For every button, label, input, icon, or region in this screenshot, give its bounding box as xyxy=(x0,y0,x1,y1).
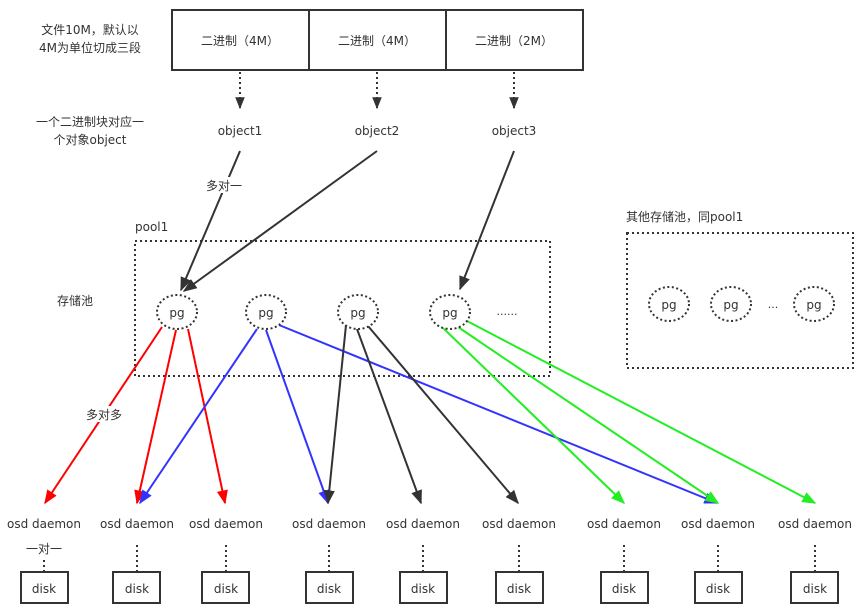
disk-7: disk xyxy=(600,571,649,604)
osd-row: osd daemon osd daemon osd daemon osd dae… xyxy=(7,517,852,531)
binary-block-3: 二进制（2M） xyxy=(475,34,553,48)
disk-6: disk xyxy=(495,571,544,604)
disk-2: disk xyxy=(112,571,161,604)
disk-box xyxy=(399,571,448,604)
binary-block-1: 二进制（4M） xyxy=(201,34,279,48)
many-to-one-note: 多对一 xyxy=(206,179,242,193)
disk-box xyxy=(201,571,250,604)
object-1: object1 xyxy=(218,124,263,138)
pg2-to-osd2-arrow xyxy=(139,328,258,505)
disk-3: disk xyxy=(201,571,250,604)
disk-box xyxy=(305,571,354,604)
binary-block-row: 二进制（4M） 二进制（4M） 二进制（2M） xyxy=(171,9,584,71)
pg2-to-osd8-arrow xyxy=(278,324,719,504)
binary-block-2: 二进制（4M） xyxy=(338,34,416,48)
pg1-to-osd2-arrow xyxy=(134,329,177,505)
pg-label: pg xyxy=(661,298,676,312)
pg3-to-osd4-arrow xyxy=(323,324,347,505)
disk-box xyxy=(112,571,161,604)
disk-5: disk xyxy=(399,571,448,604)
pg1-to-osd3-arrow xyxy=(187,328,228,505)
disk-box xyxy=(600,571,649,604)
disk-label: disk xyxy=(317,582,341,596)
object2-to-pg1-arrow xyxy=(182,150,378,292)
one-to-one-note: 一对一 xyxy=(26,542,62,556)
osd-daemon-8: osd daemon xyxy=(681,517,755,531)
block-object-note-line2: 个对象object xyxy=(54,133,127,147)
object-3: object3 xyxy=(492,124,537,138)
disk-8: disk xyxy=(694,571,743,604)
pg-label: pg xyxy=(169,306,184,320)
disk-label: disk xyxy=(411,582,435,596)
pg4-to-osd9-arrow xyxy=(466,320,817,504)
file-split-note-line1: 文件10M，默认以 xyxy=(41,22,139,37)
disk-box xyxy=(20,571,69,604)
disk-label: disk xyxy=(214,582,238,596)
pg-node xyxy=(337,294,379,330)
label-bg xyxy=(84,406,128,422)
pg-ellipsis: ...... xyxy=(497,305,518,318)
disk-label: disk xyxy=(32,582,56,596)
file-split-note-line2: 4M为单位切成三段 xyxy=(39,40,141,55)
pg-node xyxy=(710,286,752,322)
disk-label: disk xyxy=(803,582,827,596)
pg-label: pg xyxy=(806,298,821,312)
block-object-note-line1: 一个二进制块对应一 xyxy=(36,114,144,129)
osd-daemon-6: osd daemon xyxy=(482,517,556,531)
label-bg xyxy=(202,177,246,193)
pg-label: pg xyxy=(258,306,273,320)
disk-box xyxy=(495,571,544,604)
object3-to-pg4-arrow xyxy=(459,150,515,291)
disk-label: disk xyxy=(612,582,636,596)
pg-node xyxy=(156,294,198,330)
osd-daemon-1: osd daemon xyxy=(7,517,81,531)
pg2-to-osd4-arrow xyxy=(265,329,330,505)
pg-label: pg xyxy=(723,298,738,312)
osd-daemon-3: osd daemon xyxy=(189,517,263,531)
pg3-to-osd5-arrow xyxy=(356,328,422,505)
pg4-to-osd8-arrow xyxy=(457,326,720,504)
disk-box xyxy=(790,571,839,604)
other-pools-note: 其他存储池，同pool1 xyxy=(626,209,743,224)
pool1-label: pool1 xyxy=(135,220,168,234)
pg-node xyxy=(245,294,287,330)
other-pool-pg-group: pg pg ... pg xyxy=(648,286,835,322)
disk-box xyxy=(694,571,743,604)
pg-label: pg xyxy=(350,306,365,320)
object1-to-pg1-arrow xyxy=(180,150,241,292)
pg-ellipsis: ... xyxy=(768,298,779,311)
osd-daemon-5: osd daemon xyxy=(386,517,460,531)
pg-node xyxy=(793,286,835,322)
disk-4: disk xyxy=(305,571,354,604)
pool1-pg-group: pg pg pg pg ...... xyxy=(156,294,518,330)
pg-node xyxy=(429,294,471,330)
disk-label: disk xyxy=(706,582,730,596)
osd-daemon-7: osd daemon xyxy=(587,517,661,531)
osd-daemon-2: osd daemon xyxy=(100,517,174,531)
pg4-to-osd7-arrow xyxy=(440,325,626,504)
disk-row: disk disk disk disk disk disk disk disk xyxy=(20,571,839,604)
pg-label: pg xyxy=(442,306,457,320)
many-to-many-note: 多对多 xyxy=(86,408,122,422)
disk-label: disk xyxy=(507,582,531,596)
osd-daemon-4: osd daemon xyxy=(292,517,366,531)
pg3-to-osd6-arrow xyxy=(367,325,519,505)
osd-daemon-9: osd daemon xyxy=(778,517,852,531)
object-2: object2 xyxy=(355,124,400,138)
binary-block-frame xyxy=(171,9,584,71)
disk-1: disk xyxy=(20,571,69,604)
disk-label: disk xyxy=(125,582,149,596)
disk-9: disk xyxy=(790,571,839,604)
storage-pool-note: 存储池 xyxy=(57,293,93,308)
pg-node xyxy=(648,286,690,322)
